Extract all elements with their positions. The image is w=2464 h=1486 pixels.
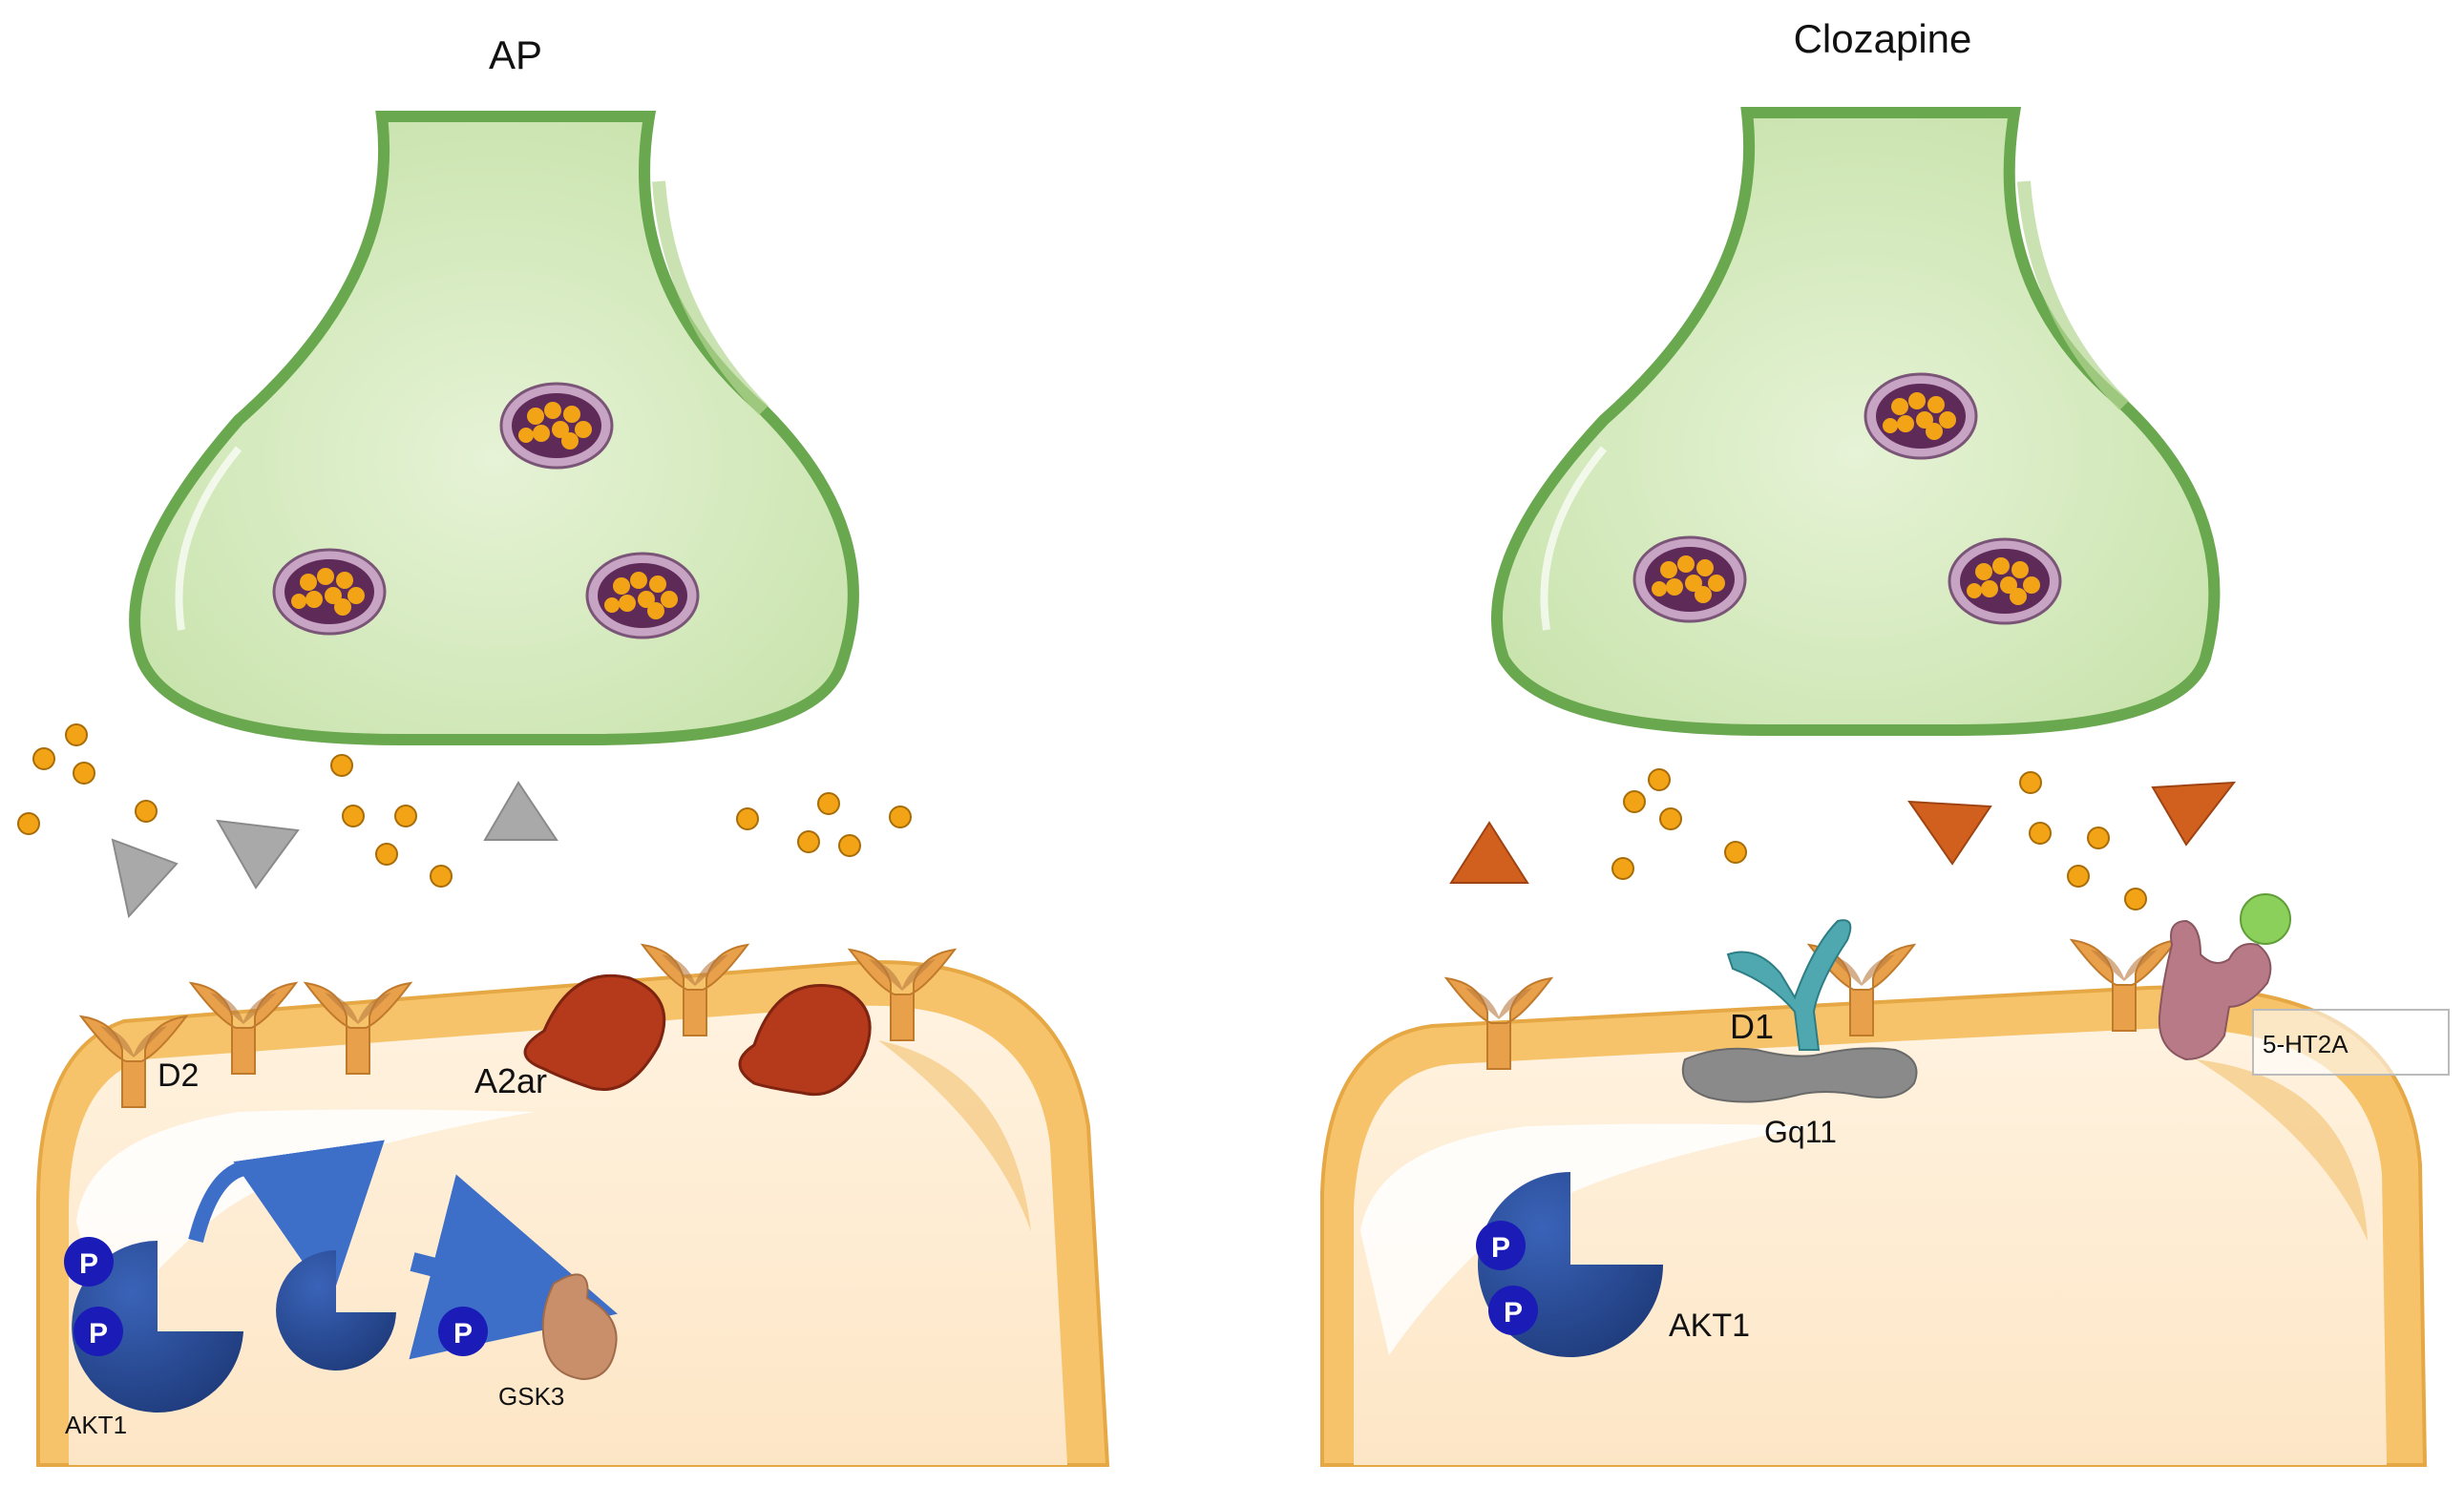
vesicle xyxy=(499,382,614,470)
neurotransmitter-group xyxy=(1611,768,2147,910)
vesicle xyxy=(272,548,387,636)
ht2a-label: 5-HT2A xyxy=(2263,1030,2348,1058)
d1-receptor xyxy=(1726,919,1852,1051)
akt1-dephosphorylated xyxy=(276,1250,396,1371)
curved-arrow-icon xyxy=(188,1140,385,1303)
ht2a-label-box xyxy=(2252,1009,2450,1076)
panel-ap: AP xyxy=(17,32,1110,1467)
akt1-label: AKT1 xyxy=(1669,1308,1750,1344)
arrow-icon xyxy=(409,1174,618,1360)
phospho-label: P xyxy=(89,1318,108,1350)
d1-label: D1 xyxy=(1730,1007,1774,1046)
vesicle xyxy=(1948,537,2062,625)
vesicle xyxy=(585,552,700,639)
presynaptic-terminal xyxy=(1491,107,2221,736)
antipsychotic-ap-group xyxy=(111,781,558,919)
antipsychotic-clozapine-group xyxy=(1449,781,2237,884)
ht2a-receptor xyxy=(2158,919,2272,1061)
a2ar-label: A2ar xyxy=(474,1061,547,1100)
vesicle xyxy=(1632,535,1747,623)
vesicle xyxy=(1864,372,1978,460)
presynaptic-terminal xyxy=(129,111,859,745)
d2-label: D2 xyxy=(158,1057,199,1094)
gsk3-enzyme xyxy=(541,1273,618,1381)
a2ar-receptor xyxy=(738,984,872,1097)
panel-clozapine: Clozapine xyxy=(1320,16,2450,1467)
phospho-label: P xyxy=(1491,1232,1510,1264)
akt1-label: AKT1 xyxy=(65,1411,127,1439)
panel-title: AP xyxy=(489,32,542,77)
phospho-label: P xyxy=(1504,1297,1523,1329)
gsk3-label: GSK3 xyxy=(498,1382,564,1411)
a2ar-receptor xyxy=(523,973,666,1091)
gq11-protein xyxy=(1681,1047,1918,1103)
phospho-label: P xyxy=(79,1248,98,1280)
panel-title: Clozapine xyxy=(1794,16,1972,61)
gq11-label: Gq11 xyxy=(1764,1115,1837,1149)
akt1-enzyme xyxy=(72,1241,244,1413)
phospho-label: P xyxy=(453,1318,473,1350)
ligand-circle xyxy=(2240,893,2291,945)
